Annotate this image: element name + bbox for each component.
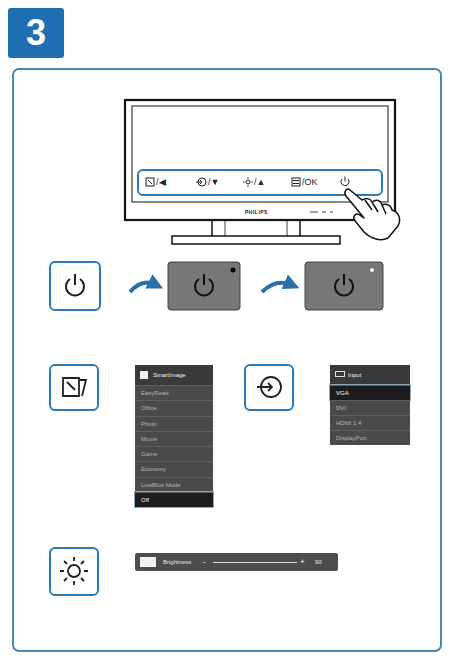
- menu-item-label: Game: [141, 447, 157, 461]
- brightness-bar: Brightness- +90: [135, 553, 338, 571]
- menu-item: Movie: [135, 431, 213, 446]
- menu-header-band: [330, 365, 410, 385]
- menu-item-label: Movie: [141, 432, 157, 446]
- menu-item: Economy: [135, 461, 213, 476]
- menu-title: SmartImage: [153, 365, 186, 385]
- monitor: [125, 100, 395, 244]
- menu-item: DisplayPort: [330, 430, 410, 445]
- osd-menu: VGADVIHDMI 1.4DisplayPort Input: [330, 365, 410, 445]
- osd-menu: EasyReadOfficePhotoMovieGameEconomyLowBl…: [135, 365, 213, 507]
- slider-text: 90: [315, 553, 322, 571]
- menu-item: Photo: [135, 416, 213, 431]
- slider-text: Brightness: [163, 553, 191, 571]
- menu-title: Input: [348, 365, 361, 385]
- menu-item: EasyRead: [135, 385, 213, 400]
- menu-item-label: Photo: [141, 417, 157, 431]
- step-number: 3: [8, 9, 64, 57]
- star-icon: [140, 371, 148, 379]
- menu-item-label: Off: [141, 493, 149, 507]
- button-label: /OK: [302, 177, 318, 187]
- menu-item: Game: [135, 446, 213, 461]
- menu-item: HDMI 1.4: [330, 415, 410, 430]
- input-icon: [335, 371, 345, 377]
- button-label: /▼: [208, 177, 219, 187]
- power-sequence: [50, 262, 383, 310]
- menu-item-label: HDMI 1.4: [336, 416, 361, 430]
- step-number-box: 3: [8, 8, 64, 58]
- menu-item-label: DVI: [336, 401, 346, 415]
- input-key: [245, 365, 293, 410]
- slider-track: [213, 562, 297, 563]
- menu-item: VGA: [330, 385, 410, 400]
- smartimage-key: [50, 365, 98, 410]
- menu-item-label: LowBlue Mode: [141, 478, 181, 492]
- button-icons: [146, 177, 349, 188]
- button-label: /▲: [254, 177, 265, 187]
- brightness-key: [50, 548, 98, 595]
- menu-item: Off: [135, 492, 213, 507]
- pointing-hand: [345, 189, 400, 240]
- menu-item-label: Economy: [141, 462, 166, 476]
- menu-item-label: VGA: [336, 386, 349, 400]
- menu-item: DVI: [330, 400, 410, 415]
- brightness-swatch: [140, 557, 156, 567]
- menu-item: LowBlue Mode: [135, 477, 213, 492]
- menu-item: Office: [135, 400, 213, 415]
- slider-text: +: [300, 553, 305, 571]
- slider-text: -: [203, 553, 206, 571]
- menu-item-label: EasyRead: [141, 386, 169, 400]
- button-label: /◀: [156, 177, 166, 187]
- menu-item-label: Office: [141, 401, 157, 415]
- panel-border: [13, 69, 441, 651]
- menu-item-label: DisplayPort: [336, 431, 367, 445]
- brand-logo: PHILIPS: [245, 207, 268, 217]
